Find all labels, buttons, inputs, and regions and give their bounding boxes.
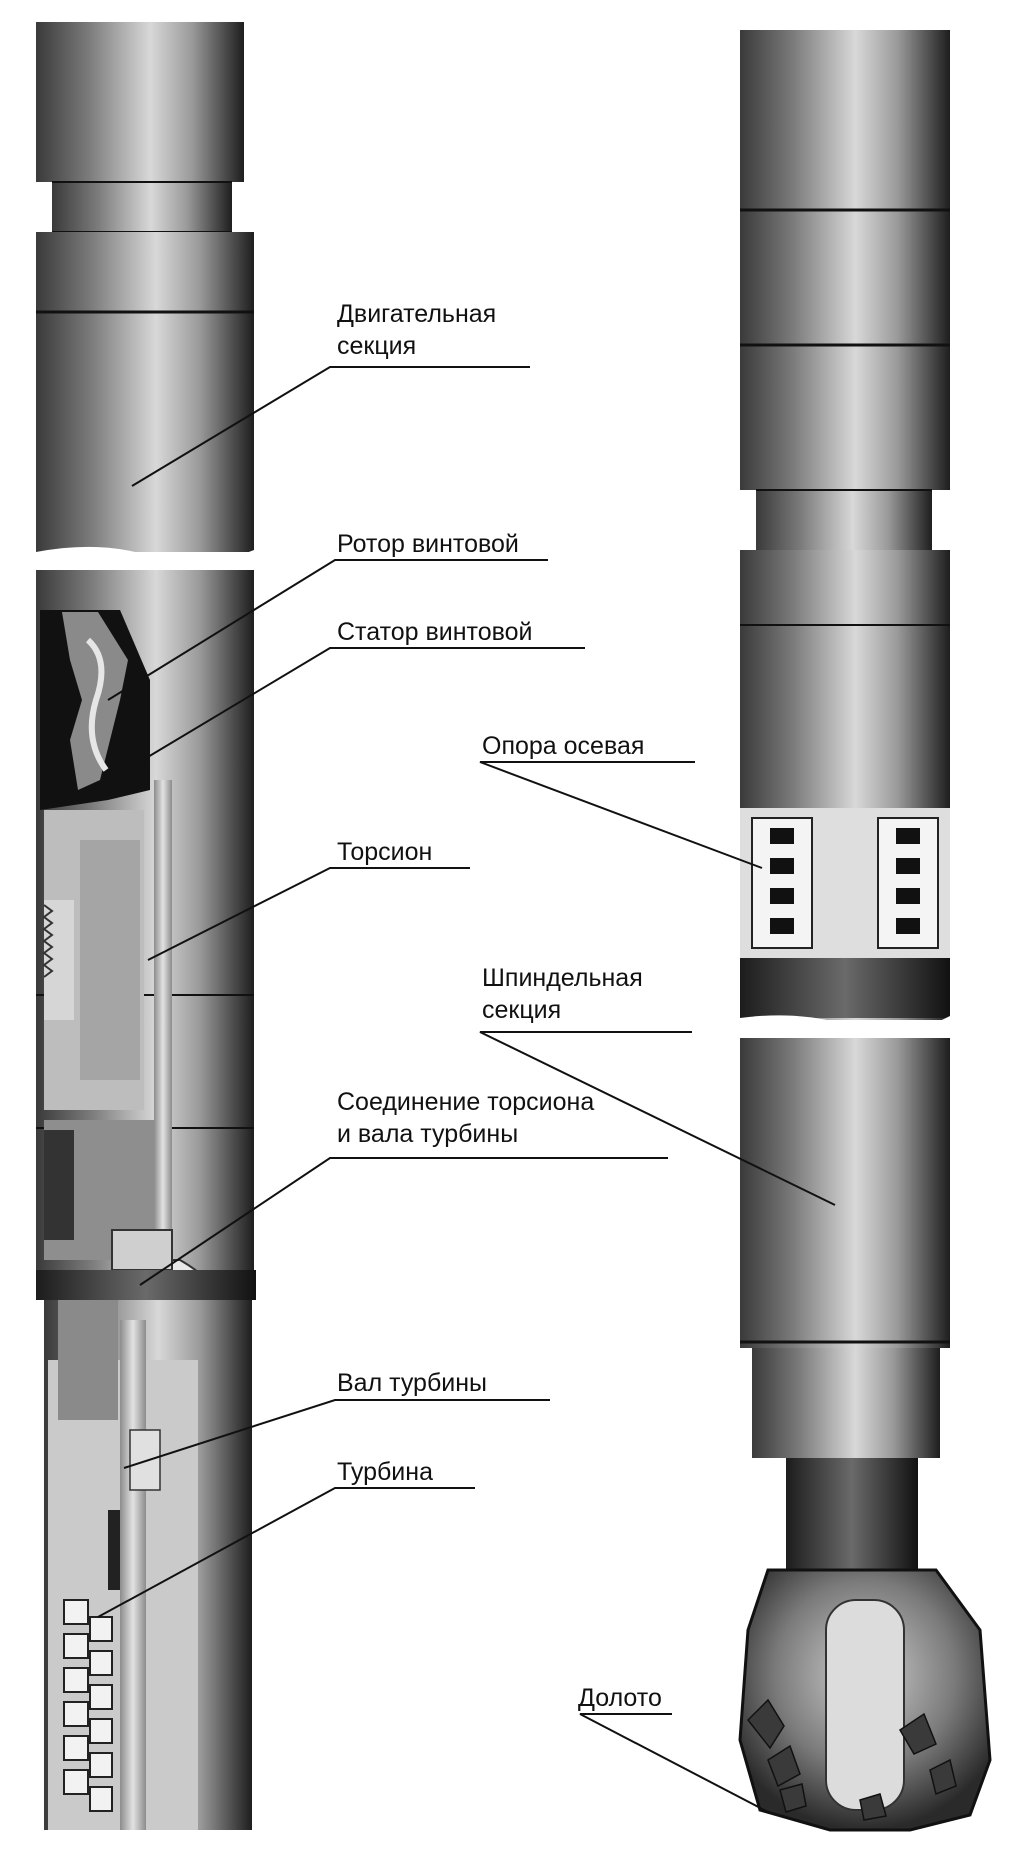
label-axial-bearing: Опора осевая [482, 732, 645, 760]
drill-bit [738, 1568, 992, 1832]
leader-axial-bearing [479, 761, 763, 869]
label-torsion: Торсион [337, 838, 433, 866]
leader-torsion-joint [139, 1157, 668, 1286]
turbine-section-body [36, 1270, 256, 1830]
label-torsion-joint-line2: и вала турбины [337, 1120, 519, 1148]
label-spindle-section-line2: секция [482, 996, 562, 1024]
label-torsion-joint: Соединение торсиона и вала турбины [337, 1086, 594, 1150]
axial-bearing-stack [751, 817, 939, 949]
label-turbine: Турбина [337, 1458, 433, 1486]
spindle-section-body [740, 30, 950, 1570]
label-engine-section-line2: секция [337, 332, 417, 360]
leader-torsion [147, 867, 470, 961]
label-spindle-section-line1: Шпиндельная [482, 964, 643, 992]
leader-engine-section [131, 366, 530, 487]
label-engine-section-line1: Двигательная [337, 300, 497, 328]
label-screw-stator: Статор винтовой [337, 618, 533, 646]
leader-screw-stator [75, 647, 585, 801]
leader-drill-bit [579, 1713, 769, 1813]
leader-turbine [97, 1487, 475, 1618]
leader-spindle-section [479, 1031, 836, 1206]
label-spindle-section: Шпиндельная секция [482, 962, 643, 1026]
label-engine-section: Двигательная секция [337, 298, 496, 362]
label-drill-bit: Долото [578, 1684, 662, 1712]
turbine-stages [63, 1599, 113, 1812]
leader-turbine-shaft [123, 1399, 550, 1469]
label-turbine-shaft: Вал турбины [337, 1369, 488, 1397]
label-screw-rotor: Ротор винтовой [337, 530, 519, 558]
leader-lines [75, 366, 836, 1813]
label-torsion-joint-line1: Соединение торсиона [337, 1088, 595, 1116]
leader-screw-rotor [107, 559, 548, 701]
